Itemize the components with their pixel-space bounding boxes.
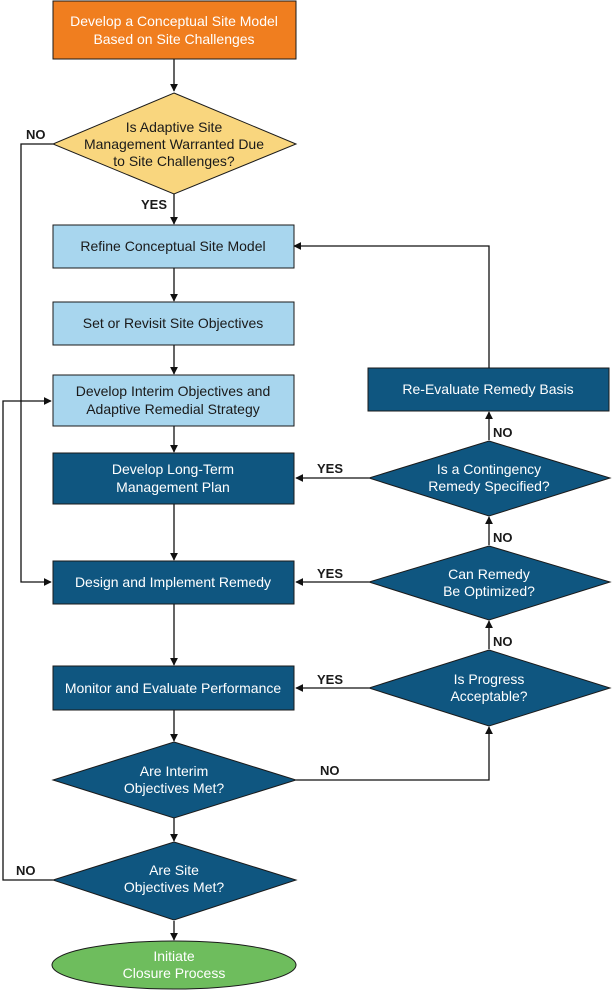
label-no-site: NO [16, 863, 36, 878]
reevaluate-line-1: Re-Evaluate Remedy Basis [402, 381, 573, 397]
edge-labels: NO YES YES NO YES NO YES NO NO NO [16, 127, 513, 878]
long-term-plan-line-1: Develop Long-Term [112, 461, 234, 477]
long-term-plan-line-2: Management Plan [116, 479, 230, 495]
node-progress-decision: Is Progress Acceptable? [367, 649, 612, 727]
label-no-interim: NO [320, 763, 340, 778]
node-closure: Initiate Closure Process [51, 940, 297, 990]
label-no-optimized: NO [493, 530, 513, 545]
arrow-no-to-design [20, 143, 53, 586]
adaptive-warranted-line-1: Is Adaptive Site [126, 119, 223, 135]
node-refine-csm: Refine Conceptual Site Model [52, 224, 295, 269]
node-monitor-evaluate: Monitor and Evaluate Performance [52, 665, 295, 711]
node-optimized-decision: Can Remedy Be Optimized? [367, 545, 612, 621]
develop-csm-line-1: Develop a Conceptual Site Model [70, 13, 278, 29]
optimized-line-1: Can Remedy [448, 566, 530, 582]
connectors [2, 59, 493, 941]
optimized-line-2: Be Optimized? [443, 583, 535, 599]
site-met-line-1: Are Site [149, 862, 199, 878]
node-interim-met-decision: Are Interim Objectives Met? [51, 741, 298, 819]
interim-met-line-1: Are Interim [140, 763, 208, 779]
label-no-progress: NO [493, 634, 513, 649]
node-design-implement: Design and Implement Remedy [52, 560, 295, 605]
label-yes-contingency: YES [317, 461, 343, 476]
interim-met-line-2: Objectives Met? [124, 780, 225, 796]
node-long-term-plan: Develop Long-Term Management Plan [52, 452, 295, 505]
node-adaptive-warranted-decision: Is Adaptive Site Management Warranted Du… [51, 92, 298, 195]
interim-objectives-line-2: Adaptive Remedial Strategy [86, 401, 260, 417]
interim-objectives-line-1: Develop Interim Objectives and [76, 383, 271, 399]
node-set-objectives: Set or Revisit Site Objectives [52, 301, 295, 346]
arrow-no-site-to-interim [2, 397, 53, 881]
arrow-no-interim-to-progress [296, 726, 493, 781]
progress-line-2: Acceptable? [450, 688, 527, 704]
label-yes-progress: YES [317, 672, 343, 687]
design-implement-line-1: Design and Implement Remedy [75, 574, 271, 590]
contingency-line-2: Remedy Specified? [428, 478, 550, 494]
node-interim-objectives: Develop Interim Objectives and Adaptive … [52, 374, 295, 427]
adaptive-warranted-line-3: to Site Challenges? [113, 153, 235, 169]
label-yes-optimized: YES [317, 566, 343, 581]
site-met-line-2: Objectives Met? [124, 879, 225, 895]
develop-csm-line-2: Based on Site Challenges [93, 31, 254, 47]
node-site-met-decision: Are Site Objectives Met? [51, 841, 298, 921]
node-develop-csm: Develop a Conceptual Site Model Based on… [52, 0, 297, 60]
adaptive-warranted-line-2: Management Warranted Due [84, 136, 264, 152]
node-contingency-decision: Is a Contingency Remedy Specified? [367, 440, 612, 517]
set-objectives-line-1: Set or Revisit Site Objectives [83, 315, 264, 331]
label-no-adaptive: NO [26, 127, 46, 142]
label-no-contingency: NO [493, 425, 513, 440]
closure-line-2: Closure Process [123, 965, 226, 981]
closure-line-1: Initiate [153, 948, 194, 964]
progress-line-1: Is Progress [454, 671, 525, 687]
node-reevaluate: Re-Evaluate Remedy Basis [367, 367, 610, 412]
contingency-line-1: Is a Contingency [437, 461, 541, 477]
monitor-evaluate-line-1: Monitor and Evaluate Performance [65, 680, 282, 696]
arrow-reevaluate-to-refine [293, 242, 490, 368]
refine-csm-line-1: Refine Conceptual Site Model [80, 238, 265, 254]
label-yes-adaptive: YES [141, 197, 167, 212]
